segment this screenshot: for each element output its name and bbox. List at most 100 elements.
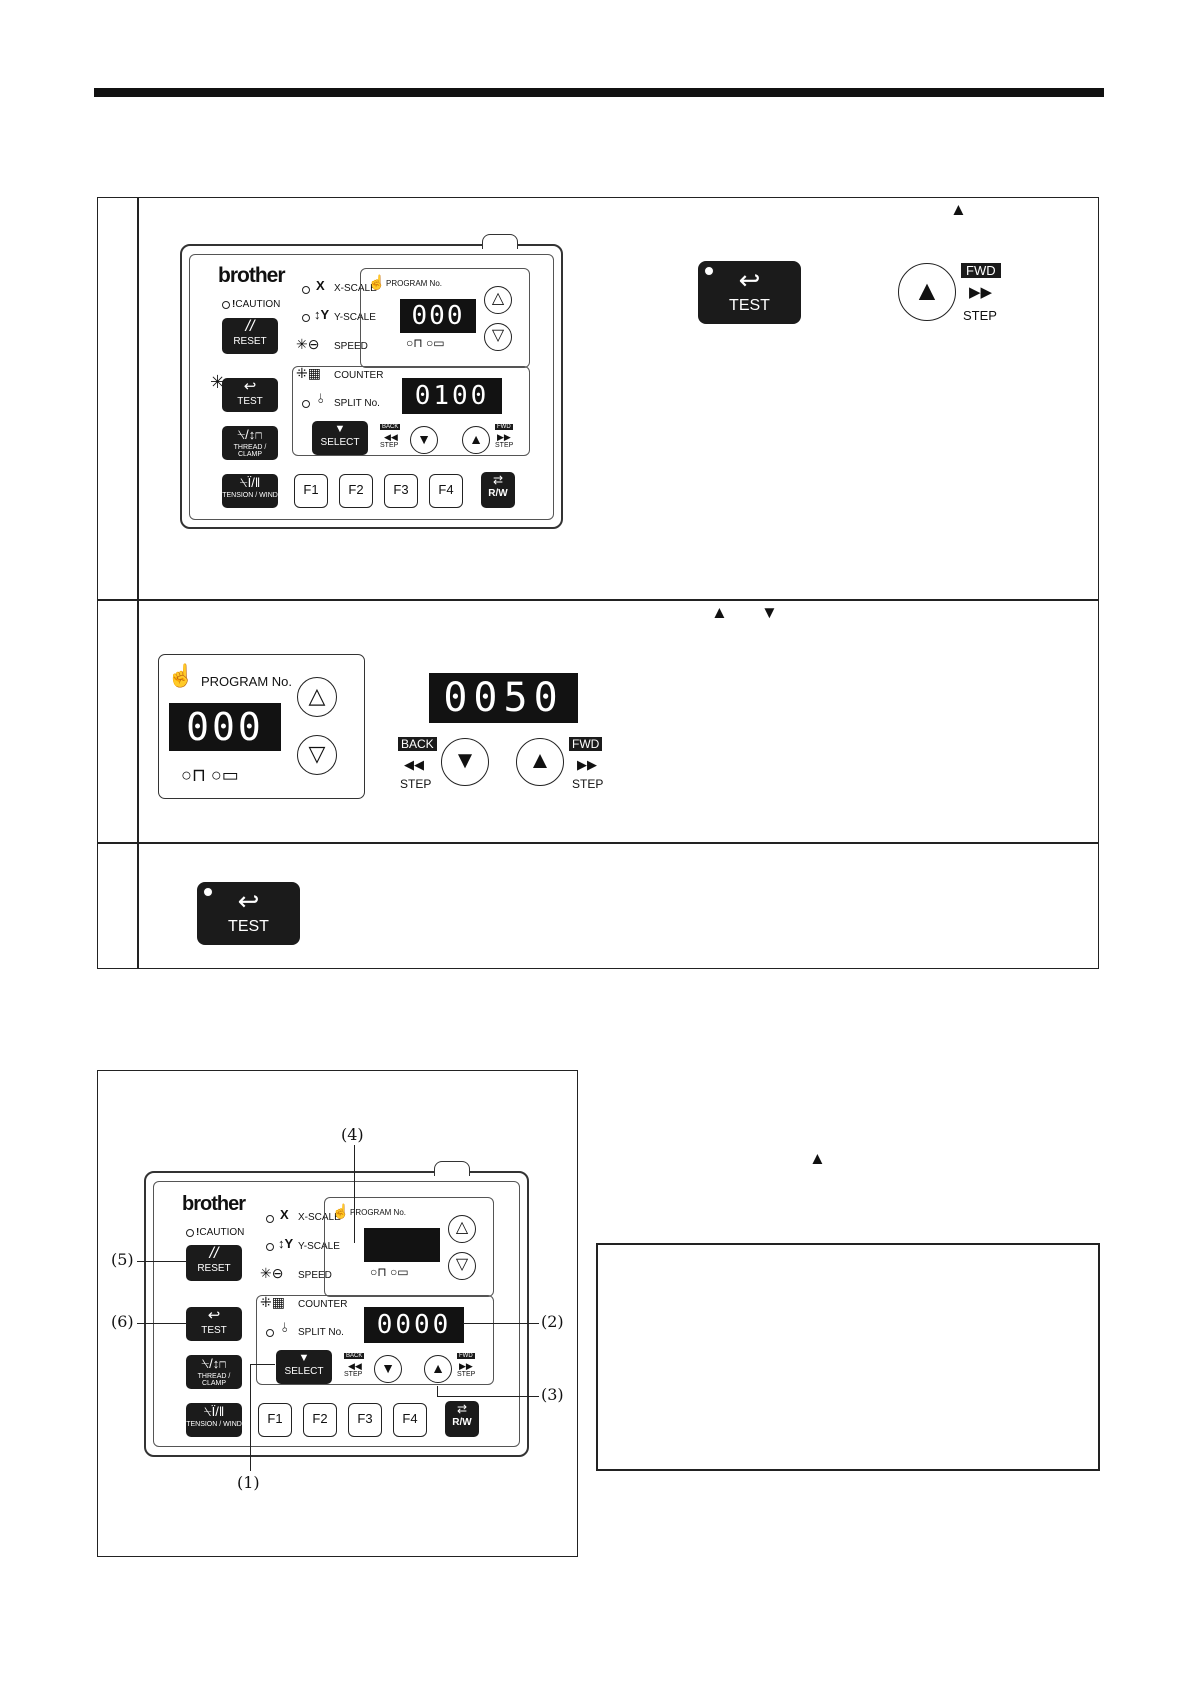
f2-button[interactable]: F2	[303, 1403, 337, 1437]
x-scale-icon: X	[316, 278, 325, 293]
rewind-icon: ◀◀	[348, 1361, 362, 1371]
tension-wind-label: TENSION / WIND	[186, 1421, 242, 1428]
f4-button[interactable]: F4	[393, 1403, 427, 1437]
counter-display-large: 0050	[429, 673, 578, 723]
counter-section	[256, 1295, 494, 1385]
leader-line-1b	[250, 1364, 275, 1366]
tension-wind-button[interactable]: ⍀Ϊ/‖ TENSION / WIND	[186, 1403, 242, 1437]
counter-section	[292, 366, 530, 456]
fwd-step-button[interactable]: ▲	[424, 1355, 452, 1383]
test-led	[203, 887, 213, 897]
fwd-step-label: STEP	[495, 442, 514, 449]
rw-button[interactable]: ⇄ R/W	[445, 1401, 479, 1437]
back-tag: BACK	[398, 737, 437, 751]
up-triangle-icon: ▲	[950, 200, 967, 219]
caution-led	[222, 301, 230, 309]
test-led	[704, 266, 714, 276]
program-display: 000	[400, 299, 476, 333]
test-label: TEST	[729, 297, 770, 314]
test-button-large[interactable]: ↩ TEST	[698, 261, 801, 324]
table-row-divider-2	[97, 842, 1099, 844]
speed-label: SPEED	[334, 341, 368, 352]
program-down-button[interactable]: ▽	[484, 323, 512, 351]
fast-forward-icon: ▶▶	[969, 284, 993, 301]
fwd-step-button-large[interactable]: ▲	[516, 738, 564, 786]
fwd-step-label: STEP	[457, 1371, 476, 1378]
thread-clamp-button[interactable]: ⍀/↕⊓ THREAD / CLAMP	[222, 426, 278, 460]
back-step-button-large[interactable]: ▼	[441, 738, 489, 786]
panel-connector	[434, 1161, 470, 1176]
program-down-button[interactable]: ▽	[297, 735, 337, 775]
x-scale-icon: X	[280, 1207, 289, 1222]
reset-label: RESET	[197, 1263, 231, 1274]
test-button[interactable]: ↩ TEST	[222, 378, 278, 412]
test-button-large[interactable]: ↩ TEST	[197, 882, 300, 945]
back-step-button[interactable]: ▼	[410, 426, 438, 454]
program-display	[364, 1228, 440, 1262]
up-triangle-icon: ▲	[809, 1149, 826, 1168]
select-label: SELECT	[284, 1366, 324, 1377]
fwd-tag: FWD	[569, 737, 603, 751]
counter-label: COUNTER	[298, 1299, 348, 1310]
counter-display: 0000	[364, 1307, 464, 1343]
select-button[interactable]: ▼ SELECT	[312, 421, 368, 455]
speed-label: SPEED	[298, 1270, 332, 1281]
program-up-button[interactable]: △	[297, 677, 337, 717]
f3-button[interactable]: F3	[348, 1403, 382, 1437]
select-button[interactable]: ▼ SELECT	[276, 1350, 332, 1384]
program-up-button[interactable]: △	[484, 286, 512, 314]
test-label: TEST	[237, 396, 263, 407]
split-led	[266, 1329, 274, 1337]
caution-label: !CAUTION	[232, 299, 281, 310]
thread-clamp-button[interactable]: ⍀/↕⊓ THREAD / CLAMP	[186, 1355, 242, 1389]
tension-wind-icon: ⍀Ϊ/‖	[239, 475, 261, 490]
operation-panel: brother !CAUTION // RESET ✳ ↩ TEST ⍀/↕⊓ …	[180, 234, 563, 529]
program-up-button[interactable]: △	[448, 1215, 476, 1243]
fwd-tag: FWD	[457, 1353, 475, 1359]
f2-button[interactable]: F2	[339, 474, 373, 508]
f1-button[interactable]: F1	[258, 1403, 292, 1437]
program-label: PROGRAM No.	[201, 674, 293, 689]
callout-5: (5)	[111, 1250, 134, 1269]
reset-icon: //	[209, 1245, 219, 1262]
table-step-column	[137, 197, 139, 969]
back-step-button[interactable]: ▼	[374, 1355, 402, 1383]
leader-line-5	[137, 1261, 187, 1263]
select-label: SELECT	[320, 437, 360, 448]
tension-wind-button[interactable]: ⍀Ϊ/‖ TENSION / WIND	[222, 474, 278, 508]
leader-line-6	[137, 1323, 187, 1325]
program-label: PROGRAM No.	[350, 1208, 407, 1217]
thread-clamp-label: THREAD / CLAMP	[233, 444, 267, 458]
program-section	[324, 1197, 494, 1297]
back-step-label: STEP	[380, 442, 399, 449]
split-label: SPLIT No.	[298, 1327, 344, 1338]
select-down-icon: ▼	[334, 423, 346, 435]
up-triangle-icon: ▲	[711, 603, 728, 622]
return-arrow-icon: ↩	[243, 378, 257, 395]
test-label: TEST	[201, 1325, 227, 1336]
rw-button[interactable]: ⇄ R/W	[481, 472, 515, 508]
test-button[interactable]: ↩ TEST	[186, 1307, 242, 1341]
callout-3: (3)	[541, 1385, 564, 1404]
f1-button[interactable]: F1	[294, 474, 328, 508]
reset-button[interactable]: // RESET	[222, 318, 278, 354]
panel-face	[189, 254, 554, 520]
rewind-icon: ◀◀	[384, 432, 398, 442]
program-down-button[interactable]: ▽	[448, 1252, 476, 1280]
counter-icon: ⁜▦	[260, 1294, 285, 1310]
f4-button[interactable]: F4	[429, 474, 463, 508]
rw-label: R/W	[488, 488, 508, 499]
f3-button[interactable]: F3	[384, 474, 418, 508]
reset-button[interactable]: // RESET	[186, 1245, 242, 1281]
fwd-step-button-large[interactable]: ▲	[898, 263, 956, 321]
split-label: SPLIT No.	[334, 398, 380, 409]
fwd-step-button[interactable]: ▲	[462, 426, 490, 454]
back-step-label: STEP	[344, 1371, 363, 1378]
x-scale-led	[302, 286, 310, 294]
thread-clamp-label: THREAD / CLAMP	[197, 1373, 231, 1387]
fast-forward-icon: ▶▶	[577, 757, 597, 772]
counter-label: COUNTER	[334, 370, 384, 381]
rw-arrows-icon: ⇄	[492, 473, 504, 487]
tension-wind-icon: ⍀Ϊ/‖	[203, 1404, 225, 1419]
needle-icon: ⫰	[318, 391, 324, 406]
